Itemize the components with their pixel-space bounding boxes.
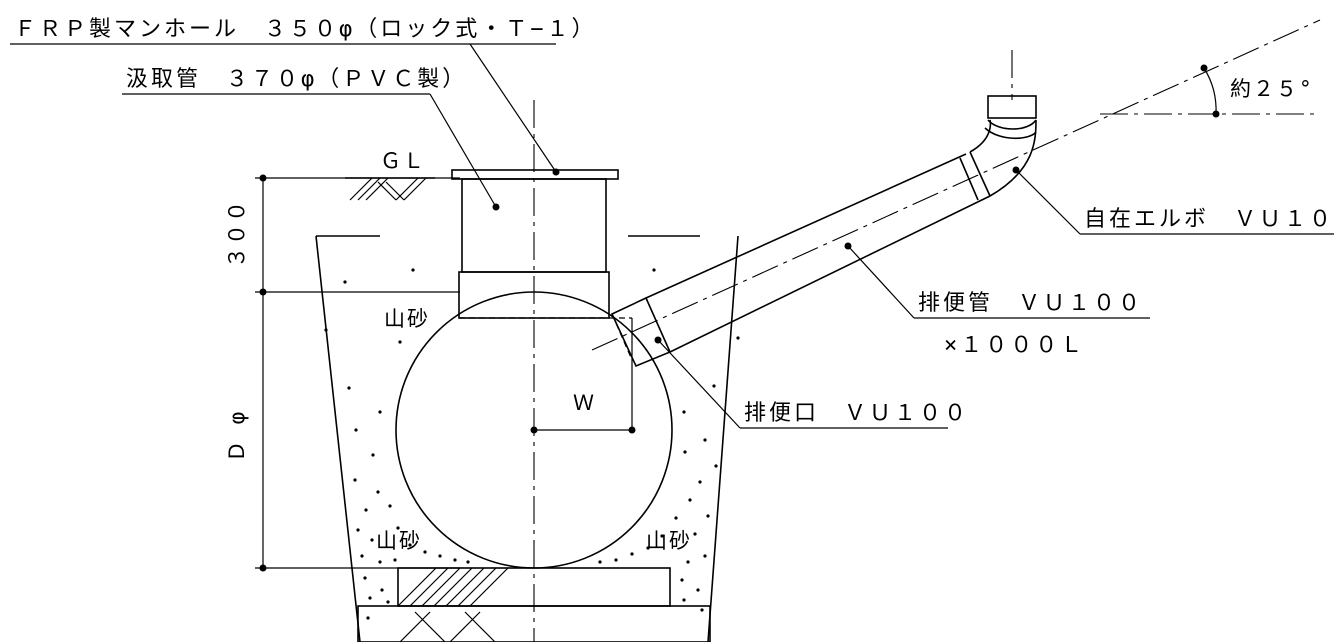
waste-pipe <box>610 151 991 368</box>
label-dim-d: Ｄ φ <box>225 410 249 462</box>
trench-right-wall <box>707 235 739 642</box>
elbow-fitting <box>969 95 1037 197</box>
sand-fill-lower <box>353 478 710 620</box>
label-angle: 約２５° <box>1230 77 1314 101</box>
label-gl: ＧＬ <box>380 149 426 173</box>
leader-waste-pipe <box>847 245 915 319</box>
label-waste-pipe: 排便管 ＶＵ１００ <box>918 291 1143 316</box>
label-dim-300: ３００ <box>225 199 249 268</box>
label-sand-bottom-right: 山砂 <box>646 529 692 553</box>
label-dim-w: Ｗ <box>573 391 596 415</box>
leader-intake <box>429 93 497 208</box>
angle-arc <box>1203 67 1217 115</box>
leader-manhole <box>469 43 557 173</box>
ground-hatch <box>349 177 427 201</box>
trench-left-wall <box>315 235 361 642</box>
label-waste-pipe-length: ×１０００Ｌ <box>944 333 1085 358</box>
pipe-centerline <box>591 19 1321 351</box>
leader-waste-outlet <box>657 339 741 429</box>
label-manhole: ＦＲＰ製マンホール ３５０φ（ロック式・Ｔ−１） <box>14 17 597 42</box>
base-hatch <box>399 611 496 642</box>
foundation-hatch <box>397 567 509 607</box>
label-intake-pipe: 汲取管 ３７０φ（ＰＶＣ製） <box>126 67 467 92</box>
pipe-hidden-joint <box>611 313 633 361</box>
foundation-base <box>357 605 711 642</box>
sand-fill-upper <box>324 268 740 468</box>
leader-elbow <box>1015 169 1081 235</box>
label-elbow: 自在エルボ ＶＵ１００ <box>1084 207 1334 232</box>
label-sand-top: 山砂 <box>384 307 430 331</box>
label-waste-outlet: 排便口 ＶＵ１００ <box>744 401 969 426</box>
label-sand-bottom-left: 山砂 <box>376 529 422 553</box>
leader-dot-intake <box>492 203 500 211</box>
